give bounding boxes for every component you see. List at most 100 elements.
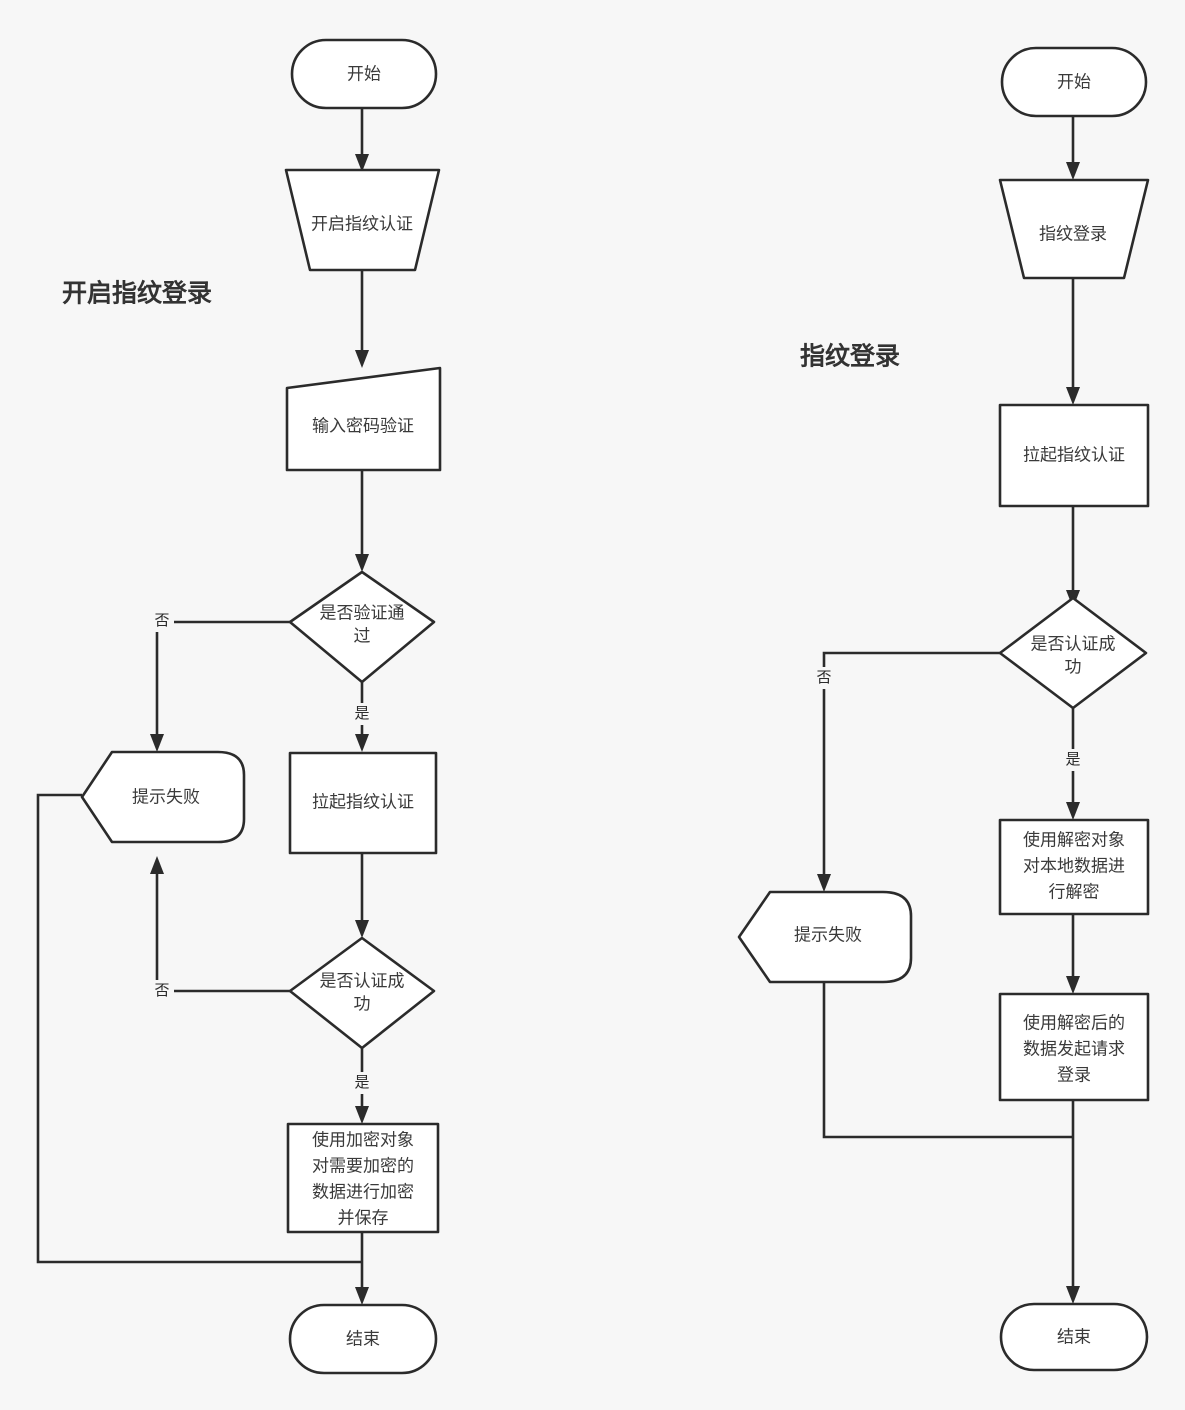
edge-failtip-to-end xyxy=(822,980,1073,1139)
right-flow-title: 指纹登录 xyxy=(800,342,900,371)
node-label: 指纹登录 xyxy=(1039,224,1107,243)
node-label: 拉起指纹认证 xyxy=(1023,445,1125,464)
node-label: 并保存 xyxy=(338,1208,389,1227)
node-label: 是否认证成 xyxy=(1031,634,1116,653)
node-left-auth-decision[interactable]: 是否认证成 功 xyxy=(288,936,436,1050)
edge-label-verify-no: 否 xyxy=(154,612,169,629)
edge-auth-no xyxy=(822,651,1000,882)
node-label: 输入密码验证 xyxy=(312,416,414,435)
node-label: 功 xyxy=(354,994,371,1013)
left-flow-title: 开启指纹登录 xyxy=(62,279,212,308)
node-left-start[interactable]: 开始 xyxy=(290,38,438,110)
node-right-start[interactable]: 开始 xyxy=(1000,46,1148,118)
left-flow-edge-labels: 否 是 否 是 xyxy=(150,610,374,1094)
rect-shape xyxy=(998,818,1150,916)
arrow-head xyxy=(355,920,369,938)
node-left-encrypt-save[interactable]: 使用加密对象 对需要加密的 数据进行加密 并保存 xyxy=(286,1122,440,1234)
node-right-end[interactable]: 结束 xyxy=(999,1302,1149,1372)
node-label: 数据进行加密 xyxy=(312,1182,414,1201)
arrow-head xyxy=(355,1106,369,1124)
node-right-fingerprint-login[interactable]: 指纹登录 xyxy=(998,178,1150,280)
edge-label-auth-no: 否 xyxy=(154,982,169,999)
node-label: 对本地数据进 xyxy=(1023,856,1125,875)
edge-label-verify-yes: 是 xyxy=(354,705,369,722)
arrow-head xyxy=(1066,976,1080,994)
label-bg xyxy=(812,667,836,689)
node-label: 使用解密对象 xyxy=(1023,829,1125,849)
node-label: 提示失败 xyxy=(132,787,200,806)
node-label: 开启指纹认证 xyxy=(311,214,413,233)
right-flow-edge-labels: 否 是 xyxy=(812,667,1085,771)
node-right-decrypt-local[interactable]: 使用解密对象 对本地数据进 行解密 xyxy=(998,818,1150,916)
node-left-end[interactable]: 结束 xyxy=(288,1303,438,1375)
rect-shape xyxy=(286,1122,440,1234)
node-label: 数据发起请求 xyxy=(1023,1039,1125,1058)
end-shape xyxy=(999,1302,1149,1372)
edge-label-auth-no: 否 xyxy=(816,669,831,686)
arrow-head xyxy=(1066,162,1080,180)
node-label: 拉起指纹认证 xyxy=(312,792,414,811)
node-label: 开始 xyxy=(1057,72,1091,91)
edge-label-auth-yes: 是 xyxy=(1065,751,1080,768)
arrow-head xyxy=(355,154,369,172)
left-flow-nodes: 开始 开启指纹认证 输入密码验证 是否验证通 过 提示失败 拉起指纹认证 xyxy=(80,38,442,1375)
trapezoid-down-shape xyxy=(998,178,1150,280)
node-label: 行解密 xyxy=(1049,882,1100,901)
right-flow-nodes: 开始 指纹登录 拉起指纹认证 是否认证成 功 提示失败 使用解密对象 对本地数据… xyxy=(737,46,1150,1372)
arrow-head xyxy=(817,874,831,892)
arrow-head xyxy=(1066,1286,1080,1304)
node-label: 提示失败 xyxy=(794,925,862,944)
arrow-head xyxy=(150,734,164,752)
node-left-fail-tip[interactable]: 提示失败 xyxy=(80,750,246,844)
start-shape xyxy=(1000,46,1148,118)
arrow-head xyxy=(1066,387,1080,405)
node-left-enable-auth[interactable]: 开启指纹认证 xyxy=(284,168,441,272)
rect-shape xyxy=(998,992,1150,1102)
node-right-request-login[interactable]: 使用解密后的 数据发起请求 登录 xyxy=(998,992,1150,1102)
end-shape xyxy=(288,1303,438,1375)
node-label: 是否验证通 xyxy=(320,603,405,622)
diamond-shape xyxy=(998,596,1148,710)
node-label: 结束 xyxy=(1057,1327,1091,1346)
manual-input-shape xyxy=(285,366,442,472)
node-label: 开始 xyxy=(347,64,381,83)
rect-shape xyxy=(998,403,1150,508)
node-right-auth-decision[interactable]: 是否认证成 功 xyxy=(998,596,1148,710)
arrow-head xyxy=(355,554,369,572)
node-label: 使用解密后的 xyxy=(1023,1012,1125,1032)
node-right-invoke-fingerprint[interactable]: 拉起指纹认证 xyxy=(998,403,1150,508)
right-flow-edges xyxy=(817,116,1080,1304)
label-bg xyxy=(1061,749,1085,771)
node-label: 结束 xyxy=(346,1329,380,1348)
diamond-shape xyxy=(288,570,436,684)
arrow-head xyxy=(355,1287,369,1305)
node-label: 过 xyxy=(354,626,371,645)
node-left-verify-decision[interactable]: 是否验证通 过 xyxy=(288,570,436,684)
edge-auth-no xyxy=(155,866,290,993)
node-left-input-password[interactable]: 输入密码验证 xyxy=(285,366,442,472)
node-right-fail-tip[interactable]: 提示失败 xyxy=(737,890,913,984)
node-label: 对需要加密的 xyxy=(312,1156,414,1175)
label-bg xyxy=(150,980,174,1002)
label-bg xyxy=(150,610,174,632)
diamond-shape xyxy=(288,936,436,1050)
edge-label-auth-yes: 是 xyxy=(354,1074,369,1091)
node-left-invoke-fingerprint[interactable]: 拉起指纹认证 xyxy=(288,751,438,855)
start-shape xyxy=(290,38,438,110)
display-shape xyxy=(737,890,913,984)
arrow-head xyxy=(355,734,369,752)
edge-verify-no xyxy=(155,620,290,742)
node-label: 使用加密对象 xyxy=(312,1129,414,1149)
arrow-head xyxy=(355,350,369,368)
rect-shape xyxy=(288,751,438,855)
edge-failtip-to-end xyxy=(36,793,362,1264)
arrow-head xyxy=(1066,802,1080,820)
arrow-head xyxy=(150,856,164,874)
node-label: 功 xyxy=(1065,657,1082,676)
trapezoid-down-shape xyxy=(284,168,441,272)
node-label: 登录 xyxy=(1057,1065,1091,1084)
display-shape xyxy=(80,750,246,844)
node-label: 是否认证成 xyxy=(320,971,405,990)
label-bg xyxy=(350,703,374,725)
